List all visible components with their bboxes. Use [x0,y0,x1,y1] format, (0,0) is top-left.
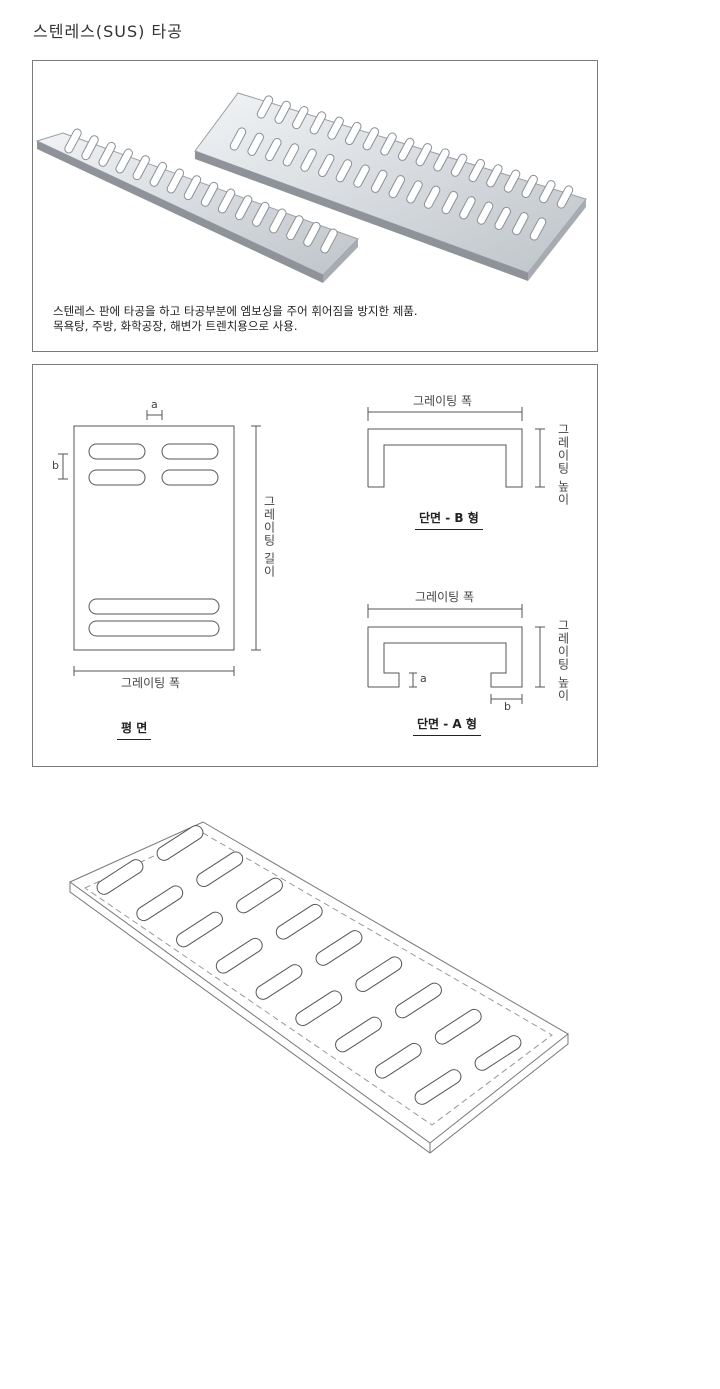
description-line-1: 스텐레스 판에 타공을 하고 타공부분에 엠보싱을 주어 휘어짐을 방지한 제품… [53,304,418,318]
grating-slot [98,141,116,167]
grating-slot [512,212,529,236]
plan-view-drawing [58,410,261,676]
technical-drawing-panel: a b 그레이팅 길이 그레이팅 폭 평 면 그레이팅 폭 그레이팅 높이 단면… [32,364,598,767]
isometric-slot [136,885,184,922]
section-b-drawing [367,407,545,488]
grating-slot [335,159,353,183]
isometric-slot [355,956,403,993]
isometric-slot [374,1042,422,1079]
product-photo-panel: 스텐레스 판에 타공을 하고 타공부분에 엠보싱을 주어 휘어짐을 방지한 제품… [32,60,598,352]
plan-length-label: 그레이팅 길이 [262,495,276,578]
isometric-slot [395,982,442,1019]
isometric-grating-drawing [69,821,569,1154]
grating-slot [556,185,574,209]
grating-slot [476,201,494,225]
isometric-slot [414,1069,462,1105]
grating-slot [115,148,133,174]
large-grating-image [194,92,587,281]
grating-slot [309,111,327,135]
isometric-slot [96,859,144,895]
grating-slot [380,132,397,156]
grating-slot [486,164,503,188]
grating-slot [521,174,538,198]
small-grating-image [35,128,359,283]
grating-slot [503,169,521,193]
grating-slot [247,132,264,156]
grating-slot [353,164,370,188]
section-b-width-label: 그레이팅 폭 [413,394,473,408]
grating-slot [415,143,433,167]
grating-slot [166,168,185,194]
description-line-2: 목욕탕, 주방, 화학공장, 해변가 트렌치용으로 사용. [53,319,298,333]
section-b-caption: 단면 - B 형 [415,509,483,530]
section-a-dim-a-label: a [420,672,427,685]
isometric-slot [255,964,303,1000]
isometric-slot [156,825,204,861]
grating-slot [300,148,317,172]
page-title: 스텐레스(SUS) 타공 [33,22,183,41]
grating-slot [529,217,547,241]
isometric-slot [196,851,244,888]
section-a-width-label: 그레이팅 폭 [415,590,475,604]
plan-dim-b-label: b [52,459,59,472]
grating-slot [397,137,415,161]
grating-slot [269,208,287,234]
grating-slot [256,95,274,119]
isometric-slot [176,911,223,948]
section-a-dim-b-label: b [504,700,511,713]
grating-slot [183,175,202,201]
product-photo [35,92,587,283]
plan-width-label: 그레이팅 폭 [121,676,181,690]
isometric-slot [275,903,323,940]
isometric-slot [335,1016,382,1053]
grating-slot [494,206,511,230]
grating-slot [234,195,253,221]
grating-slot [200,181,219,207]
isometric-slot [295,990,343,1027]
isometric-slot [315,930,363,966]
product-description: 스텐레스 판에 타공을 하고 타공부분에 엠보싱을 주어 휘어짐을 방지한 제품… [53,304,418,334]
grating-slot [317,153,335,178]
grating-slot [441,190,459,215]
plan-caption: 평 면 [117,719,152,740]
grating-slot [423,185,441,209]
isometric-slot [474,1035,522,1071]
grating-slot [327,116,344,140]
grating-slot [388,175,406,199]
grating-slot [229,127,247,151]
grating-slot [282,143,300,167]
grating-slot [292,106,309,130]
plan-dim-a-label: a [151,398,158,411]
section-a-drawing [367,604,545,704]
grating-slot [362,127,380,151]
section-a-height-label: 그레이팅 높이 [556,619,570,702]
section-a-caption: 단면 - A 형 [413,715,481,736]
grating-slot [468,158,486,183]
grating-slot [320,228,338,254]
section-b-height-label: 그레이팅 높이 [556,423,570,506]
grating-slot [149,161,168,187]
grating-slot [274,100,291,124]
grating-slot [217,188,236,214]
grating-slot [252,201,270,227]
grating-slot [286,215,304,241]
grating-slot [81,135,99,161]
grating-slot [433,148,450,172]
grating-slot [406,180,423,204]
grating-slot [370,169,388,193]
isometric-slot [434,1008,482,1045]
grating-slot [450,153,468,177]
grating-slot [539,180,556,204]
grating-slot [132,155,150,181]
grating-slot [64,128,82,154]
isometric-slot [215,937,263,974]
grating-slot [344,121,362,146]
technical-drawing [58,407,545,704]
grating-slot [459,196,476,220]
grating-slot [303,221,321,247]
grating-slot [265,138,282,162]
isometric-slot [236,877,283,914]
